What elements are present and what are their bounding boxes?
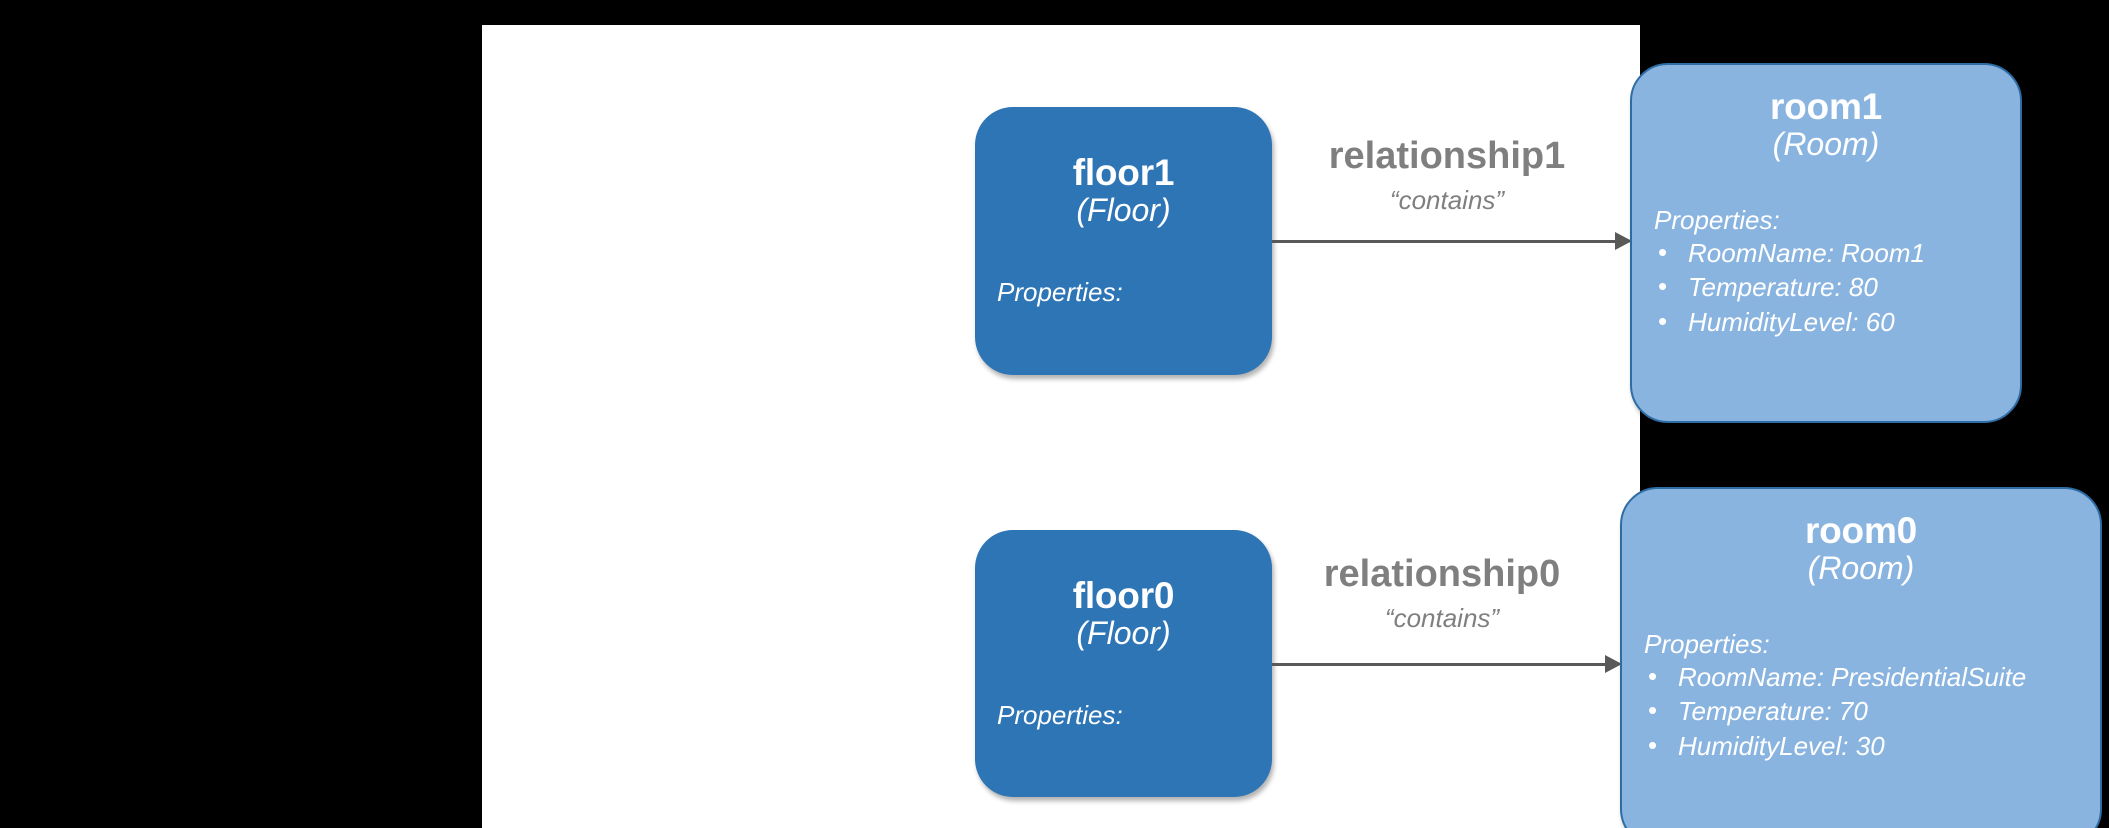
- arrow-head-icon: [1605, 655, 1622, 673]
- node-floor1-title: floor1: [1072, 152, 1175, 193]
- node-room1[interactable]: room1 (Room) Properties: • RoomName: Room…: [1630, 63, 2022, 423]
- property-text: RoomName: PresidentialSuite: [1678, 661, 2027, 692]
- edge-relationship1-quoted-name: “contains”: [1389, 184, 1505, 215]
- edge-relationship0-name: relationship0: [1323, 553, 1561, 595]
- bullet-icon: •: [1648, 695, 1658, 726]
- bullet-icon: •: [1648, 729, 1658, 760]
- bullet-icon: •: [1658, 305, 1668, 336]
- node-room1-properties-list: • RoomName: Room1 • Temperature: 80 • Humid…: [1654, 236, 2020, 339]
- edge-relationship0-labels: relationship0 “contains”: [1272, 553, 1612, 634]
- property-text: Temperature: 80: [1688, 272, 1878, 303]
- node-room0-properties-block: Properties: • RoomName: PresidentialSuite…: [1644, 629, 2100, 763]
- list-item: • RoomName: Room1: [1654, 236, 2020, 270]
- edge-relationship0-quoted-name: “contains”: [1384, 602, 1500, 633]
- node-room0-properties-label: Properties:: [1644, 628, 1770, 659]
- diagram-canvas: floor1 (Floor) Properties: relationship1…: [482, 25, 2102, 828]
- node-room0-title: room0: [1804, 510, 1918, 551]
- list-item: • HumidityLevel: 60: [1654, 305, 2020, 339]
- node-room1-properties-label: Properties:: [1654, 204, 1780, 235]
- node-floor0-model: (Floor): [1076, 614, 1171, 651]
- edge-relationship0-line: [1272, 663, 1607, 666]
- node-floor0-properties-label: Properties:: [997, 699, 1123, 730]
- node-floor1-properties-label: Properties:: [997, 276, 1123, 307]
- bullet-icon: •: [1658, 236, 1668, 267]
- node-room1-properties-block: Properties: • RoomName: Room1 • Temperatur…: [1654, 205, 2020, 339]
- property-text: Temperature: 70: [1678, 696, 1868, 727]
- node-room0[interactable]: room0 (Room) Properties: • RoomName: Pres…: [1620, 487, 2102, 828]
- edge-relationship1-labels: relationship1 “contains”: [1272, 135, 1622, 216]
- node-floor0[interactable]: floor0 (Floor) Properties:: [975, 530, 1272, 797]
- node-room1-title: room1: [1769, 86, 1883, 127]
- list-item: • RoomName: PresidentialSuite: [1644, 660, 2100, 694]
- node-room0-model: (Room): [1807, 549, 1915, 586]
- edge-relationship1-name: relationship1: [1328, 135, 1566, 177]
- node-floor1-model: (Floor): [1076, 191, 1171, 228]
- node-room1-model: (Room): [1772, 125, 1880, 162]
- node-floor0-title: floor0: [1072, 575, 1175, 616]
- node-floor1[interactable]: floor1 (Floor) Properties:: [975, 107, 1272, 375]
- list-item: • Temperature: 80: [1654, 270, 2020, 304]
- list-item: • Temperature: 70: [1644, 694, 2100, 728]
- bullet-icon: •: [1658, 271, 1668, 302]
- property-text: HumidityLevel: 30: [1678, 730, 1885, 761]
- bullet-icon: •: [1648, 660, 1658, 691]
- property-text: HumidityLevel: 60: [1688, 306, 1895, 337]
- edge-relationship1-line: [1272, 240, 1617, 243]
- list-item: • HumidityLevel: 30: [1644, 729, 2100, 763]
- property-text: RoomName: Room1: [1688, 237, 1925, 268]
- arrow-head-icon: [1615, 232, 1632, 250]
- node-room0-properties-list: • RoomName: PresidentialSuite • Temperatur…: [1644, 660, 2100, 763]
